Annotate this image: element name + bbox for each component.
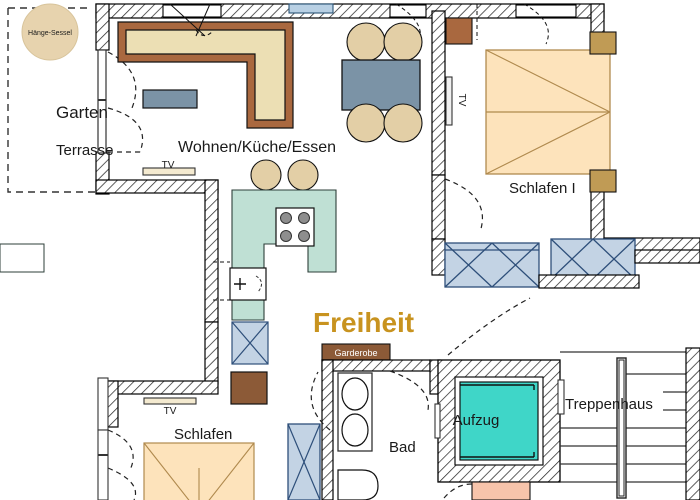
tv-label-schlafen: TV [164, 406, 177, 417]
coffee-table [142, 89, 198, 109]
closet-hall-upper [231, 321, 269, 365]
bathroom-walls [321, 359, 441, 500]
terrace-door-frame [97, 49, 144, 154]
tv-label-wohnen: TV [162, 160, 175, 171]
tv-console-living [142, 167, 196, 176]
interior-wall-bedroom2-top [97, 377, 219, 431]
kitchen-counter [0, 189, 337, 321]
room-label-treppenhaus: Treppenhaus [565, 396, 653, 413]
bed-schlafen1 [485, 49, 611, 175]
closet-schlafen2 [287, 423, 321, 500]
haenge-sessel-icon [21, 3, 79, 61]
door-bad [389, 370, 429, 411]
dresser-schlafen1 [445, 17, 473, 45]
vanity-double-sink [337, 372, 373, 452]
windows-top [162, 3, 577, 45]
toilet [337, 469, 379, 500]
cabinet-hall [230, 371, 268, 405]
sofa-l-shape [117, 21, 294, 129]
room-label-schlafen-1: Schlafen I [509, 180, 576, 197]
door-schlafen2 [97, 429, 136, 500]
bar-stools [250, 159, 319, 191]
plan-title: Freiheit [313, 307, 414, 338]
door-lower-right [443, 483, 473, 499]
dining-set [341, 22, 423, 143]
room-label-terrasse: Terrasse [56, 142, 114, 159]
interior-wall-kitchen [204, 179, 230, 385]
room-label-schlafen: Schlafen [174, 426, 232, 443]
nightstand-top [589, 31, 617, 55]
door-hall [310, 371, 331, 431]
elevator-shaft [434, 359, 565, 483]
pink-fixture [471, 481, 531, 500]
room-label-aufzug: Aufzug [453, 412, 500, 429]
room-label-garten: Garten [56, 103, 108, 122]
door-elevator-lobby [447, 297, 531, 356]
stairwell [560, 347, 700, 500]
closet-row [431, 238, 700, 289]
garderobe-label: Garderobe [334, 348, 377, 358]
bed-schlafen2 [143, 442, 255, 500]
interior-wall-bedroom1 [431, 10, 446, 240]
room-label-wohnen-kueche-essen: Wohnen/Küche/Essen [178, 139, 336, 156]
nightstand-bottom [589, 169, 617, 193]
tv-console-schlafen2 [143, 397, 197, 405]
tv-panel-schlafen1 [445, 76, 453, 126]
door-schlafen1 [444, 178, 484, 233]
room-label-bad: Bad [389, 439, 416, 456]
haenge-sessel-label: Hänge-Sessel [28, 30, 72, 37]
tv-label-schlafen-1: TV [456, 94, 467, 107]
